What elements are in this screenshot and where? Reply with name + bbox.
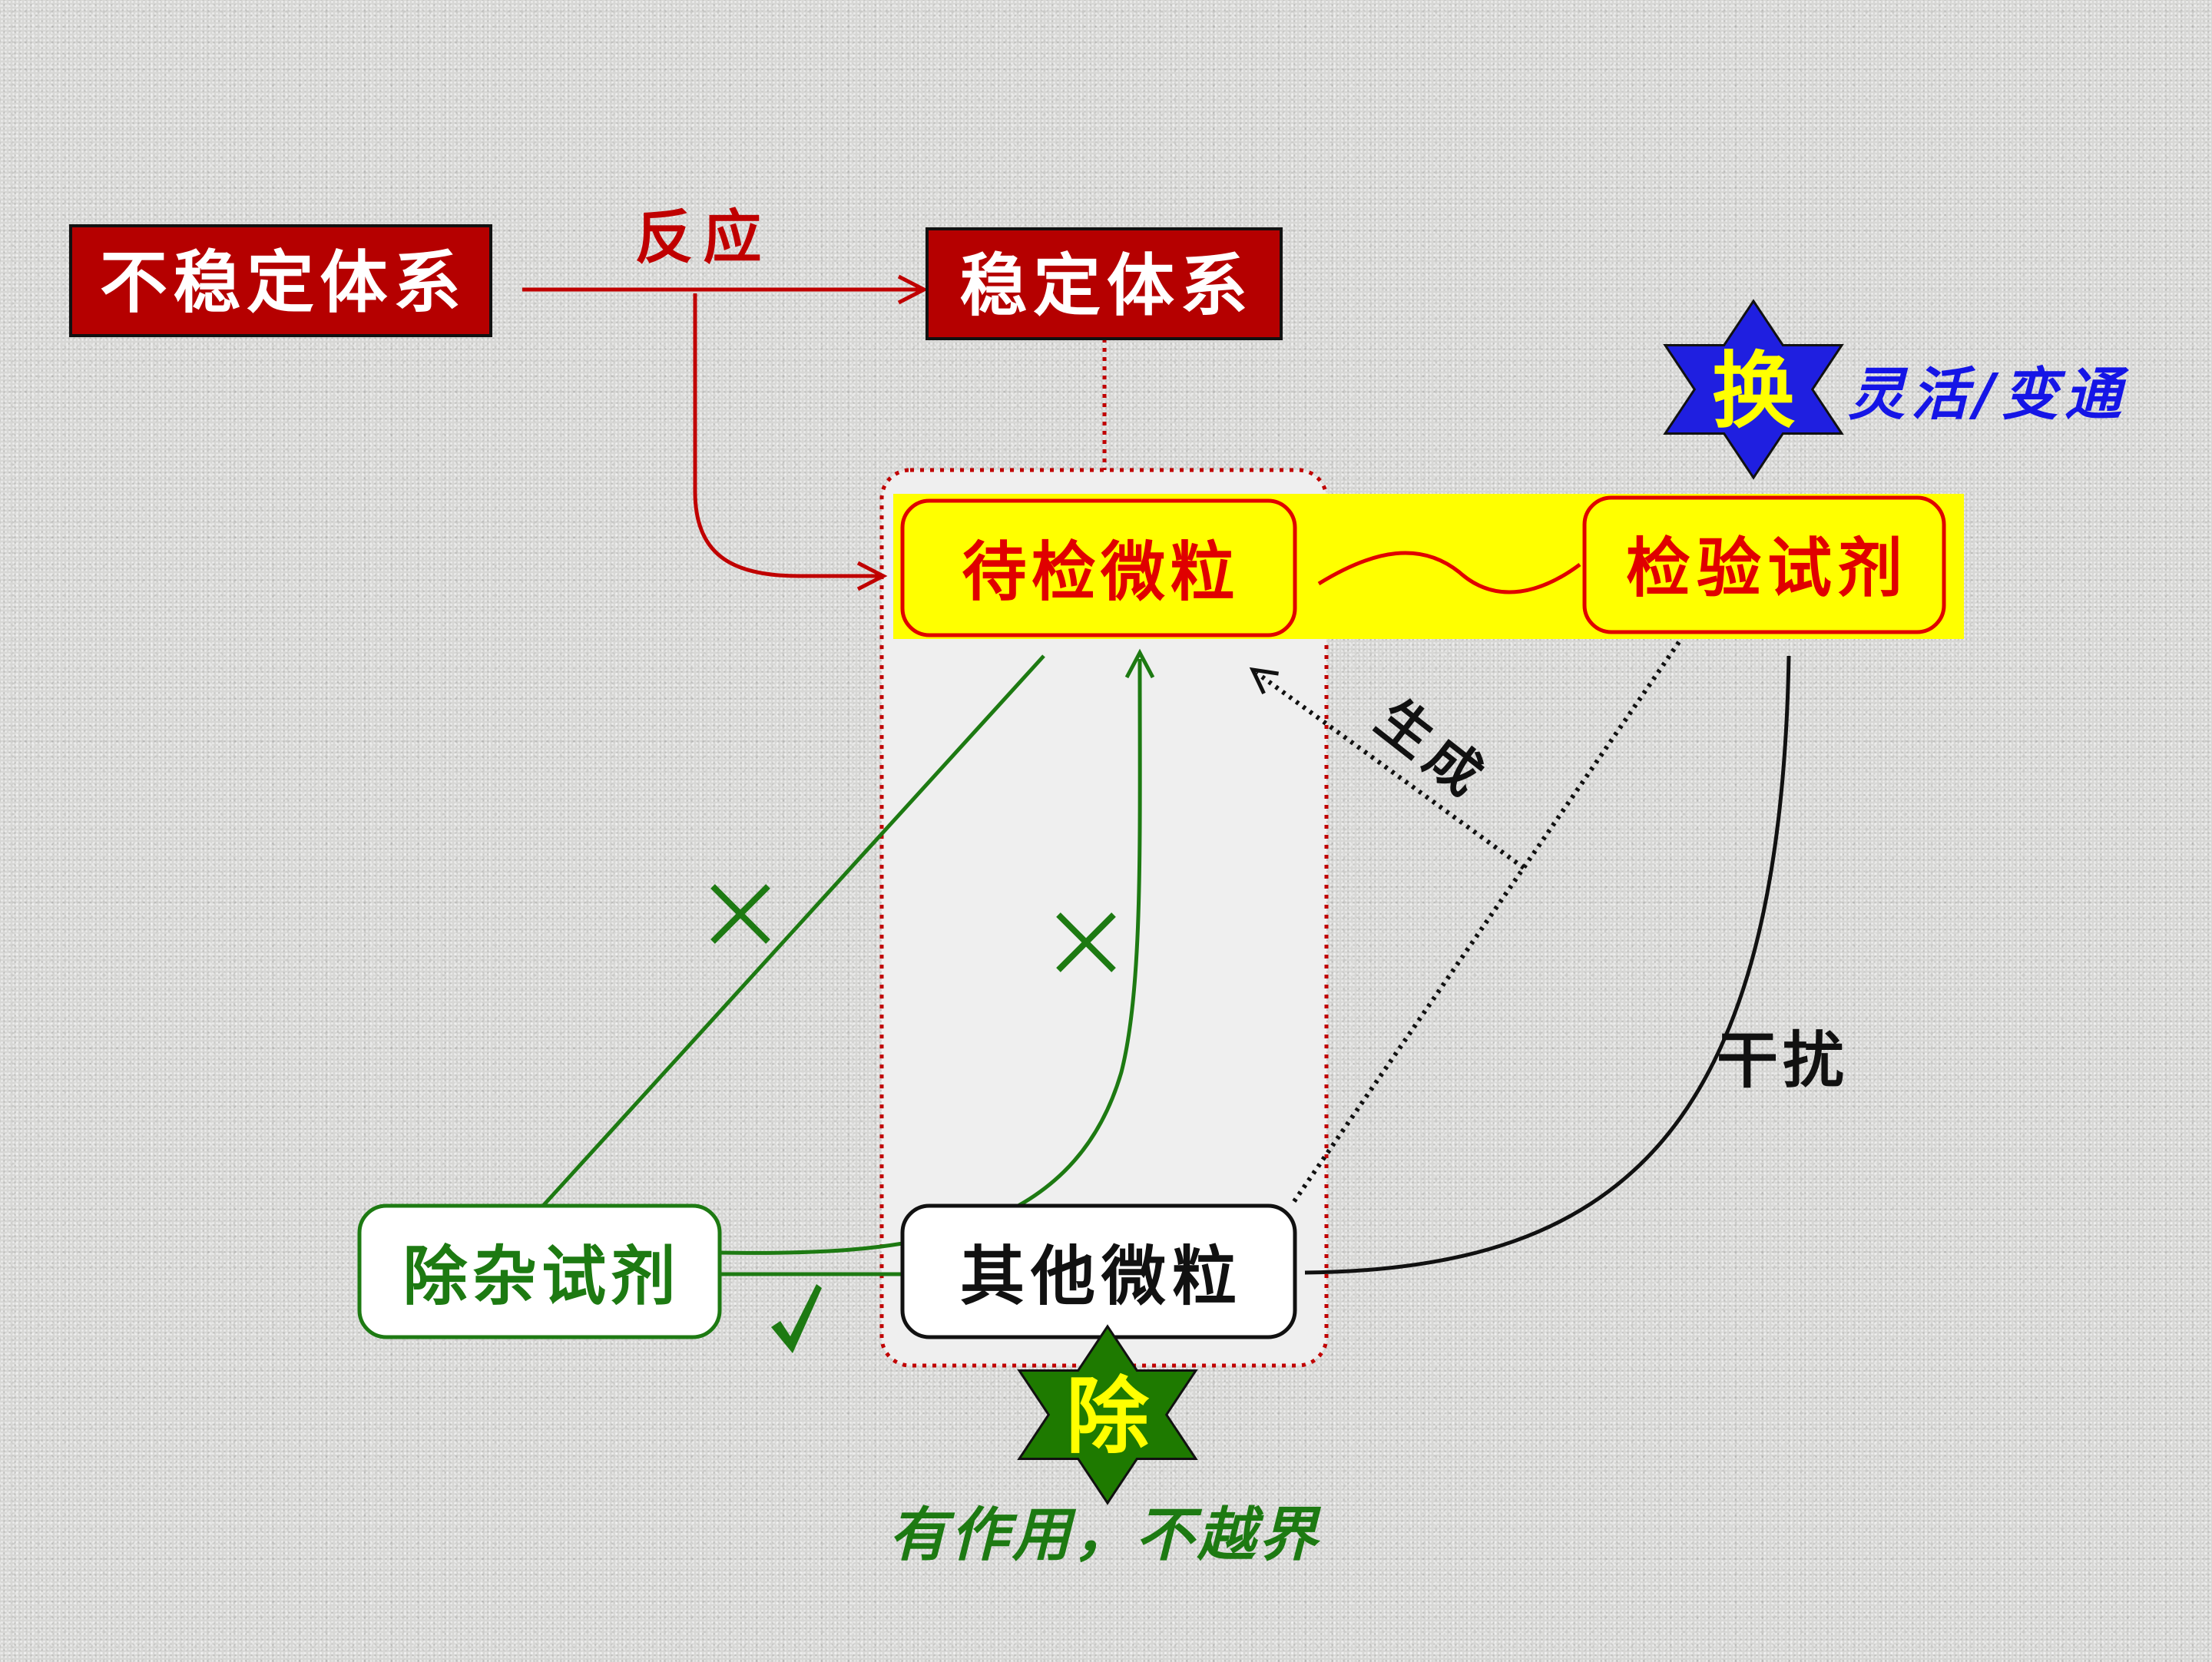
remove-badge: 除 (1017, 1324, 1198, 1505)
reaction-to-target-arrowhead (856, 561, 888, 591)
unstable-system-label: 不稳定体系 (100, 243, 461, 323)
other-particle-box (900, 1203, 1297, 1339)
swap-badge-symbol: 换 (1712, 344, 1795, 440)
removal-to-target-arrowhead (1124, 648, 1155, 679)
impurity-removal-reagent-node: 除杂试剂 (357, 1203, 722, 1339)
cross-mark-icon (710, 884, 770, 944)
reaction-arrowhead (897, 274, 929, 305)
other-particle-node: 其他微粒 (900, 1203, 1297, 1339)
test-reagent-node: 检验试剂 (1582, 495, 1946, 634)
reaction-arrow (522, 274, 929, 305)
generate-arrowhead (1249, 667, 1279, 694)
test-reagent-box (1582, 495, 1946, 634)
unstable-system-box (69, 224, 492, 337)
generate-arrow (1249, 667, 1525, 870)
removal-to-target-line (541, 654, 1045, 1207)
swap-badge: 换 (1663, 299, 1844, 480)
cross-mark-stroke-b (1056, 912, 1116, 972)
target-particle-node: 待检微粒 (900, 498, 1297, 637)
green-hexagram-icon (1017, 1324, 1198, 1505)
stable-system-node: 稳定体系 (926, 227, 1283, 340)
cross-mark-stroke-b (710, 884, 770, 944)
reagent-to-other-dotted-line (1289, 641, 1681, 1207)
remove-badge-caption: 有作用，不越界 (889, 1501, 1322, 1569)
removal-to-target-curve (719, 658, 1142, 1255)
remove-badge-symbol: 除 (1066, 1369, 1150, 1465)
removal-to-target-curve-arrow (719, 648, 1155, 1255)
swap-badge-caption: 灵活/变通 (1848, 362, 2129, 428)
target-particle-box (900, 498, 1297, 637)
interfere-curve (1304, 655, 1791, 1275)
stable-system-box (926, 227, 1283, 340)
cross-mark-icon (1056, 912, 1116, 972)
reacts-with-wavy-line (1317, 551, 1581, 594)
impurity-removal-reagent-box (357, 1203, 722, 1339)
reaction-to-target-arrow (693, 293, 888, 591)
check-mark-icon (771, 1284, 822, 1353)
reaction-to-target-curve (693, 293, 879, 578)
unstable-system-node: 不稳定体系 (69, 224, 492, 337)
blue-hexagram-icon (1663, 299, 1844, 480)
reaction-label: 反应 (635, 204, 762, 272)
generate-label: 生成 (1365, 687, 1495, 808)
interfere-label: 干扰 (1717, 1025, 1844, 1097)
